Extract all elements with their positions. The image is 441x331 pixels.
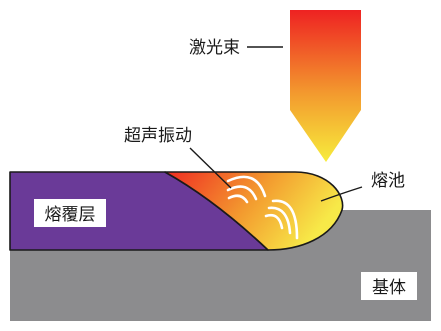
ultrasonic-vibration-label: 超声振动 (124, 126, 192, 146)
substrate-label-bg (361, 272, 417, 300)
laser-beam-label: 激光束 (189, 38, 240, 58)
molten-pool-leader (320, 186, 363, 202)
ultrasonic-waves-icon (226, 175, 299, 240)
cladding-layer-label-bg (34, 199, 106, 227)
substrate-label: 基体 (372, 278, 406, 298)
substrate (10, 210, 431, 321)
ultrasonic-vibration-leader (189, 147, 232, 189)
cladding-layer-label: 熔覆层 (45, 205, 96, 225)
laser-beam (290, 10, 361, 162)
molten-pool (164, 171, 344, 251)
molten-pool-label: 熔池 (371, 171, 405, 191)
